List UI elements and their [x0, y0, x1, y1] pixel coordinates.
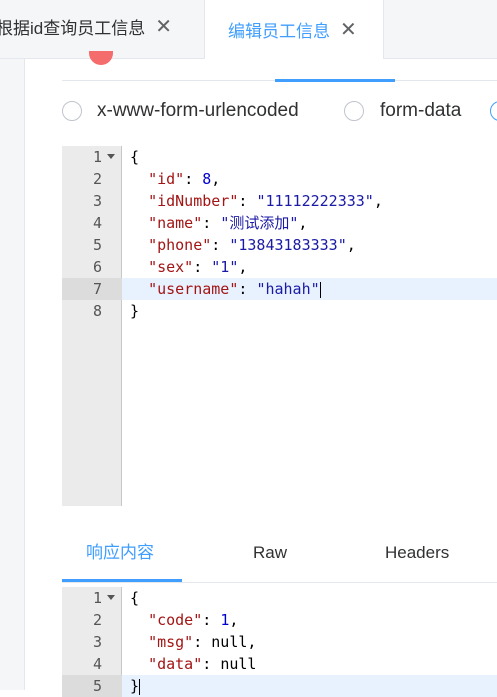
code-line: 3 "msg": null,: [62, 631, 497, 653]
close-icon[interactable]: ✕: [340, 19, 357, 41]
fold-arrow-icon[interactable]: [107, 595, 115, 600]
json-value: 1: [220, 611, 230, 629]
line-text: "name": "测试添加",: [148, 214, 308, 232]
code-line: 5}: [62, 675, 497, 697]
tab-label: 根据id查询员工信息: [0, 18, 146, 38]
json-key: "idNumber": [148, 192, 239, 210]
line-text: {: [130, 148, 140, 166]
json-key: "sex": [148, 258, 194, 276]
text-cursor: [319, 281, 321, 298]
code-line: 2 "code": 1,: [62, 609, 497, 631]
line-number: 4: [92, 214, 102, 232]
line-number: 4: [92, 655, 102, 673]
line-number: 7: [92, 280, 102, 298]
code-line: 8}: [62, 300, 497, 322]
json-key: "code": [148, 611, 203, 629]
response-tabs: 响应内容 Raw Headers: [62, 534, 497, 583]
json-value: "13843183333": [229, 236, 347, 254]
json-value: null: [220, 655, 257, 673]
line-gutter: [62, 587, 122, 690]
response-body-viewer[interactable]: 1{2 "code": 1,3 "msg": null,4 "data": nu…: [62, 587, 497, 697]
code-line: 4 "name": "测试添加",: [62, 212, 497, 234]
red-indicator-icon: [89, 51, 113, 65]
json-value: null: [211, 633, 248, 651]
gutter-highlight: [62, 278, 122, 300]
line-gutter: [62, 146, 122, 506]
json-value: "hahah": [256, 280, 320, 298]
line-number: 5: [92, 677, 102, 695]
json-key: "msg": [148, 633, 194, 651]
line-text: {: [130, 589, 140, 607]
line-text: }: [130, 302, 140, 320]
code-line: 1{: [62, 146, 497, 168]
code-line: 3 "idNumber": "11112222333",: [62, 190, 497, 212]
text-cursor: [139, 678, 141, 695]
line-text: "id": 8,: [148, 170, 221, 188]
json-key: "data": [148, 655, 203, 673]
radio-raw[interactable]: [490, 101, 497, 121]
tab-edit-employee[interactable]: 编辑员工信息 ✕: [204, 0, 384, 59]
json-value: "测试添加": [220, 214, 299, 232]
line-number: 2: [92, 611, 102, 629]
line-number: 5: [92, 236, 102, 254]
tab-label: 编辑员工信息: [228, 22, 330, 41]
code-line: 2 "id": 8,: [62, 168, 497, 190]
json-key: "name": [148, 214, 203, 232]
radio-form-data[interactable]: [344, 101, 364, 121]
line-text: "code": 1,: [148, 611, 239, 629]
code-area[interactable]: 1{2 "id": 8,3 "idNumber": "11112222333",…: [62, 146, 497, 322]
json-key: "id": [148, 170, 185, 188]
json-value: "1": [211, 258, 239, 276]
tab-query-employee[interactable]: 根据id查询员工信息 ✕: [0, 0, 198, 52]
code-line: 5 "phone": "13843183333",: [62, 234, 497, 256]
line-number: 2: [92, 170, 102, 188]
request-body-editor[interactable]: 1{2 "id": 8,3 "idNumber": "11112222333",…: [62, 146, 497, 506]
tab-headers[interactable]: Headers: [385, 543, 450, 562]
radio-label-form-data: form-data: [380, 100, 462, 121]
radio-label-urlencoded: x-www-form-urlencoded: [97, 100, 299, 121]
line-text: "idNumber": "11112222333",: [148, 192, 383, 210]
code-line: 1{: [62, 587, 497, 609]
line-number: 1: [92, 589, 102, 607]
code-area[interactable]: 1{2 "code": 1,3 "msg": null,4 "data": nu…: [62, 587, 497, 697]
json-value: 8: [202, 170, 212, 188]
sub-tab-active-indicator: [275, 79, 395, 82]
line-text: "data": null: [148, 655, 257, 673]
line-text: "username": "hahah": [148, 280, 321, 298]
line-number: 3: [92, 192, 102, 210]
line-number: 6: [92, 258, 102, 276]
code-line: 4 "data": null: [62, 653, 497, 675]
json-value: "11112222333": [256, 192, 374, 210]
radio-urlencoded[interactable]: [62, 101, 82, 121]
code-line: 7 "username": "hahah": [62, 278, 497, 300]
line-text: "msg": null,: [148, 633, 257, 651]
line-number: 8: [92, 302, 102, 320]
json-key: "username": [148, 280, 239, 298]
tab-bar: 根据id查询员工信息 ✕ 编辑员工信息 ✕: [0, 0, 497, 59]
tab-response-content[interactable]: 响应内容: [86, 543, 154, 562]
line-number: 1: [92, 148, 102, 166]
tab-raw[interactable]: Raw: [253, 543, 288, 562]
line-text: }: [130, 677, 141, 695]
fold-arrow-icon[interactable]: [107, 154, 115, 159]
close-icon[interactable]: ✕: [155, 15, 172, 38]
json-key: "phone": [148, 236, 212, 254]
line-text: "sex": "1",: [148, 258, 248, 276]
line-number: 3: [92, 633, 102, 651]
response-tab-active-indicator: [62, 579, 182, 582]
left-panel: [0, 59, 25, 690]
line-text: "phone": "13843183333",: [148, 236, 356, 254]
code-line: 6 "sex": "1",: [62, 256, 497, 278]
